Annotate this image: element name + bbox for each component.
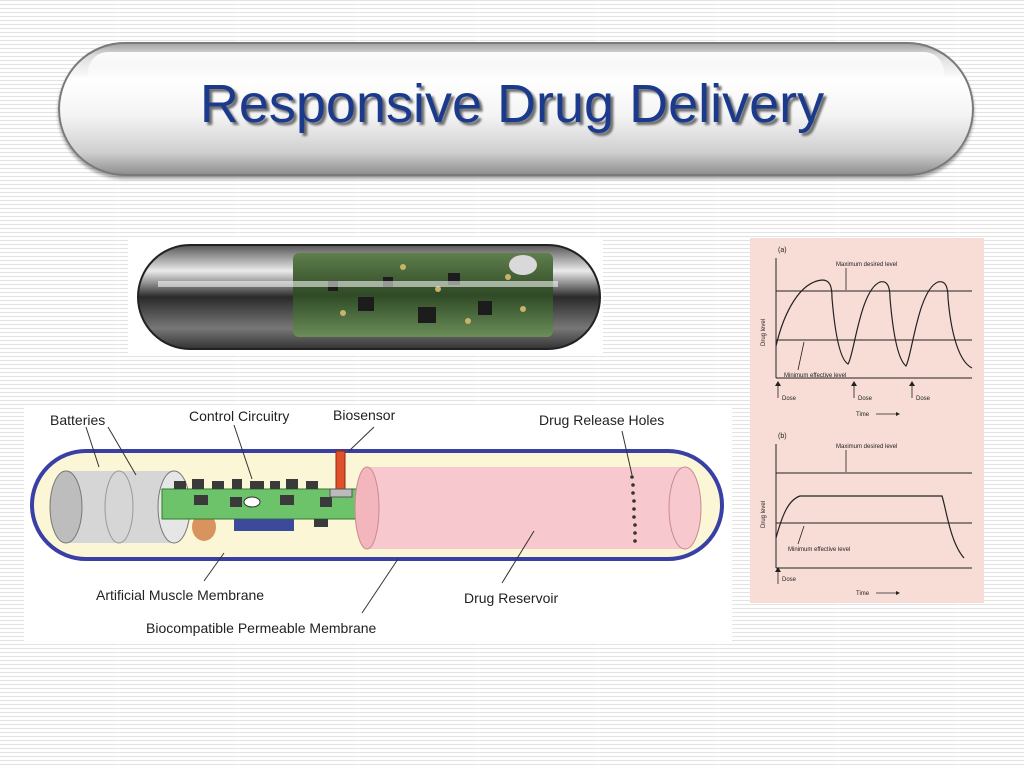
max-level-label-a: Maximum desired level (836, 262, 897, 268)
chart-panel-b: (b) Maximum desired level Minimum effect… (761, 433, 972, 597)
panel-label-a: (a) (778, 247, 787, 254)
min-level-label-b: Minimum effective level (788, 547, 850, 553)
dose-label-a3: Dose (916, 396, 931, 402)
dose-label-b1: Dose (782, 577, 797, 583)
x-label-a: Time (856, 412, 870, 418)
drug-level-graphs-svg: (a) Maximum desired level Minimum effect… (750, 238, 984, 603)
capsule-diagram-svg: Batteries Control Circuitry Biosensor Dr… (24, 405, 732, 641)
dose-label-a1: Dose (782, 396, 797, 402)
label-artificial-muscle-membrane: Artificial Muscle Membrane (96, 587, 264, 603)
dose-marker-a1 (775, 381, 781, 398)
biosensor-shape (336, 451, 345, 493)
x-label-b: Time (856, 591, 870, 597)
label-control-circuitry: Control Circuitry (189, 408, 289, 424)
label-biosensor: Biosensor (333, 407, 396, 423)
slide-title: Responsive Drug Delivery (0, 74, 1024, 134)
dose-marker-a3 (909, 381, 915, 398)
label-drug-release-holes: Drug Release Holes (539, 412, 664, 428)
capsule-diagram: Batteries Control Circuitry Biosensor Dr… (24, 405, 732, 641)
label-drug-reservoir: Drug Reservoir (464, 590, 558, 606)
label-biocompatible-permeable-membrane: Biocompatible Permeable Membrane (146, 620, 377, 636)
y-label-b: Drug level (761, 501, 767, 528)
drug-reservoir-shape (355, 467, 701, 549)
capsule-photo (128, 237, 603, 354)
drug-level-graphs: (a) Maximum desired level Minimum effect… (750, 238, 984, 603)
capsule-photo-image (128, 237, 603, 354)
drug-level-curve-a (776, 280, 972, 368)
dose-marker-a2 (851, 381, 857, 398)
min-level-label-a: Minimum effective level (784, 373, 846, 379)
max-level-label-b: Maximum desired level (836, 444, 897, 450)
dose-label-a2: Dose (858, 396, 873, 402)
panel-label-b: (b) (778, 433, 787, 440)
label-batteries: Batteries (50, 412, 105, 428)
chart-panel-a: (a) Maximum desired level Minimum effect… (761, 247, 972, 418)
y-label-a: Drug level (761, 319, 767, 346)
min-level-pointer-a (798, 342, 804, 370)
dose-marker-b1 (775, 567, 781, 584)
min-level-pointer-b (798, 526, 804, 544)
